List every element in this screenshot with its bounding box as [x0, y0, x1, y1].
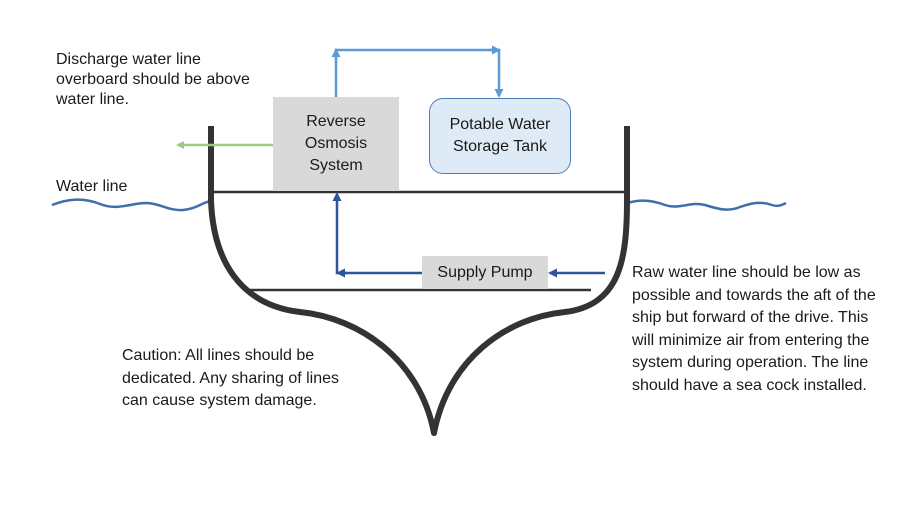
supply-pump-label: Supply Pump	[437, 263, 533, 281]
reverse-osmosis-system-box: Reverse Osmosis System	[273, 97, 399, 191]
caution-note: Caution: All lines should be dedicated. …	[122, 347, 340, 409]
ro-to-tank-line	[334, 48, 504, 98]
potable-tank-label: Potable Water Storage Tank	[449, 116, 551, 155]
hull-outline	[208, 126, 630, 436]
water-line-label: Water line	[56, 178, 128, 195]
water-line-left	[51, 198, 212, 212]
pump-to-ro-line	[332, 192, 422, 275]
water-line-right	[627, 199, 787, 211]
ro-system-label: Reverse Osmosis System	[304, 113, 368, 174]
potable-water-tank-box: Potable Water Storage Tank	[429, 98, 571, 174]
discharge-note: Discharge water line overboard should be…	[56, 51, 250, 108]
supply-pump-box: Supply Pump	[422, 256, 548, 289]
raw-water-note: Raw water line should be low as possible…	[632, 264, 876, 394]
